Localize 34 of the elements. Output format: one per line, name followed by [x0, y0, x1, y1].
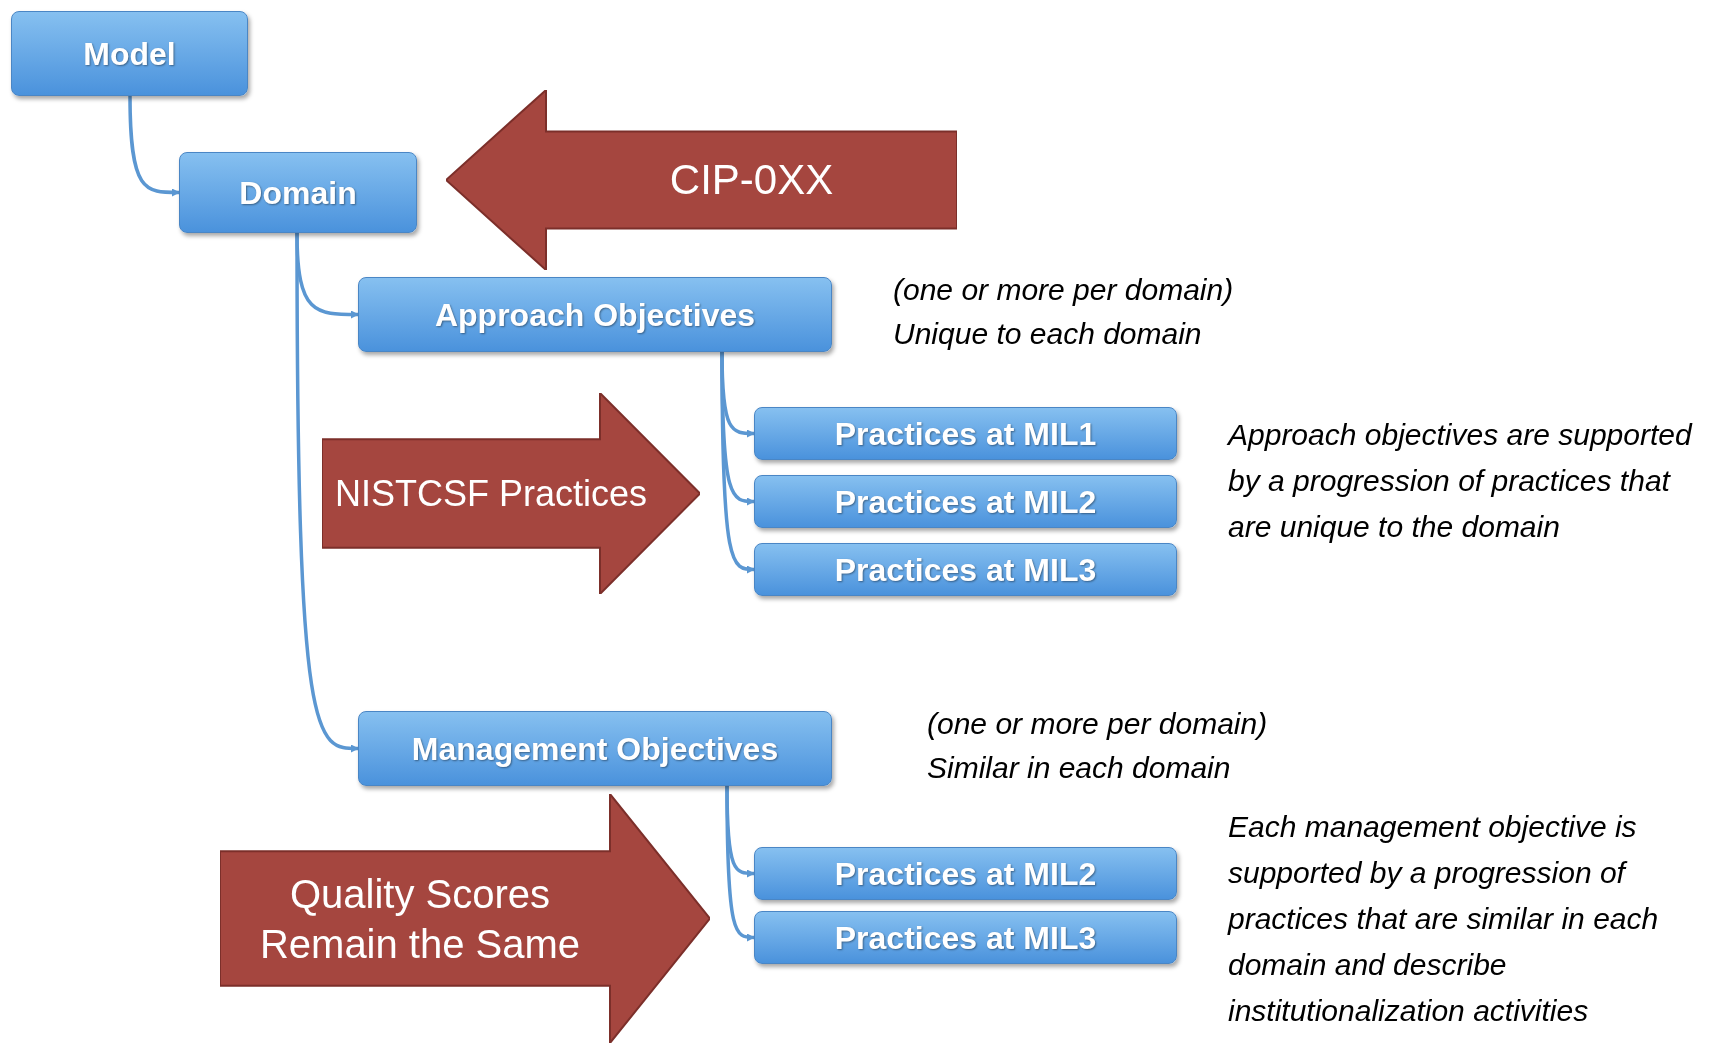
note-text: (one or more per domain) — [927, 706, 1268, 742]
connector-arrow — [295, 233, 359, 753]
box-label: Practices at MIL2 — [834, 854, 1097, 894]
process-box — [754, 543, 1177, 596]
box-label: Practices at MIL2 — [834, 482, 1097, 522]
process-box — [754, 847, 1177, 900]
box-label: Practices at MIL1 — [834, 414, 1097, 454]
process-box — [179, 152, 417, 233]
arrow-label: Quality Scores Remain the Same — [258, 870, 582, 968]
connector-arrow — [720, 352, 755, 574]
arrow-label: CIP-0XX — [669, 154, 834, 205]
process-box — [358, 277, 832, 352]
arrow-label: NISTCSF Practices — [334, 472, 647, 516]
box-label: Domain — [239, 173, 357, 213]
process-box — [754, 407, 1177, 460]
box-label: Management Objectives — [411, 729, 779, 769]
box-label: Practices at MIL3 — [834, 550, 1097, 590]
process-box — [754, 475, 1177, 528]
process-box — [358, 711, 832, 786]
description-text: Each management objective is supported by a progression of practices that are similar in each domain and describe institutionalization activities — [1228, 809, 1660, 1029]
note-text: Similar in each domain — [927, 750, 1232, 786]
box-label: Model — [83, 34, 176, 74]
note-text: (one or more per domain) — [893, 272, 1234, 308]
callout-shape — [446, 90, 957, 270]
description-text: Approach objectives are supported by a progression of practices that are unique to the domain — [1228, 417, 1694, 545]
note-text: Unique to each domain — [893, 316, 1203, 352]
box-label: Approach Objectives — [434, 295, 756, 335]
process-box — [11, 11, 248, 96]
process-box — [754, 911, 1177, 964]
callout-shape — [322, 393, 700, 594]
box-label: Practices at MIL3 — [834, 918, 1097, 958]
connector-arrow — [128, 95, 180, 197]
callout-shape — [220, 794, 710, 1043]
connector-arrow — [725, 786, 755, 942]
